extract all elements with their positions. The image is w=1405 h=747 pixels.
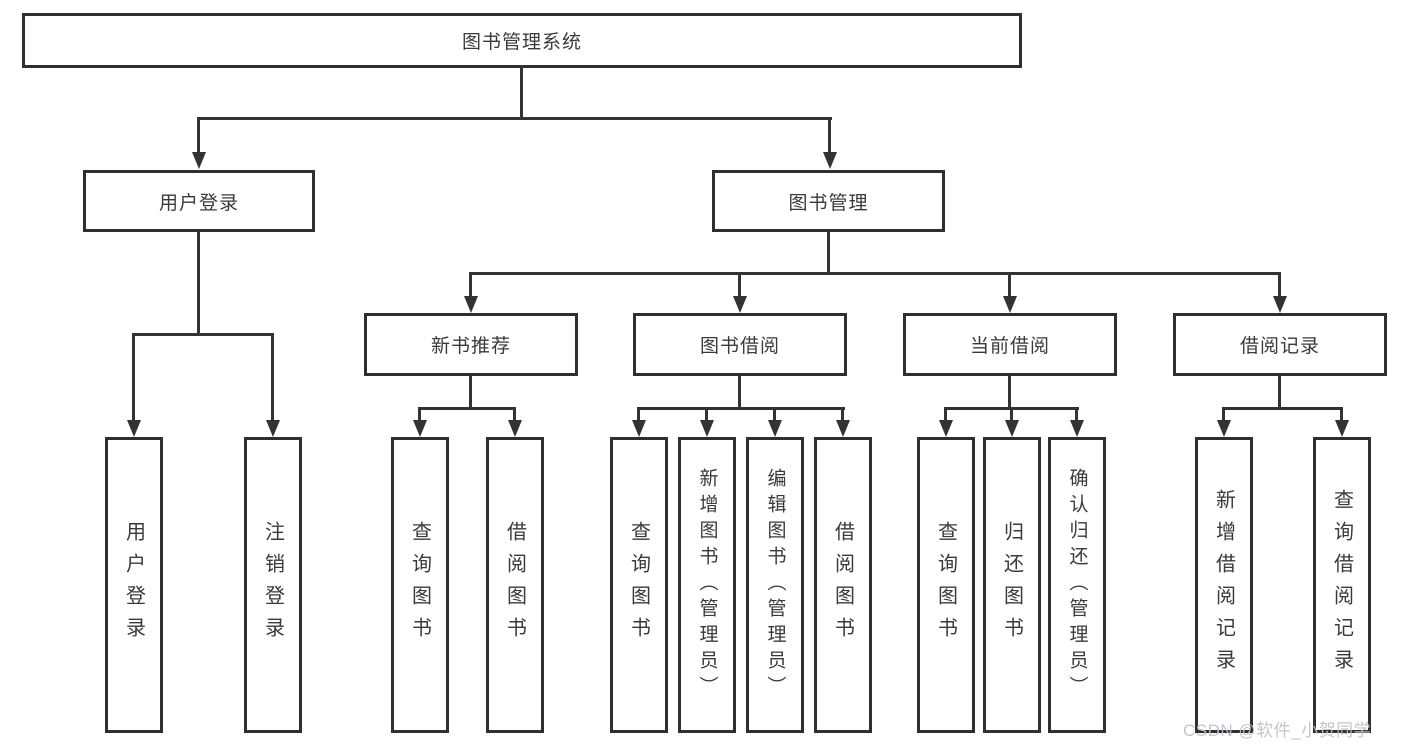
- arrow-down-icon: [939, 420, 953, 437]
- arrow-down-icon: [508, 420, 522, 437]
- connector-root-rail: [197, 117, 832, 120]
- leaf-edit-books-admin: 编辑图书（管理员）: [746, 437, 804, 733]
- leaf-add-borrow-record: 新增借阅记录: [1195, 437, 1253, 733]
- node-label: 查询图书: [408, 521, 431, 649]
- node-label: 借阅图书: [831, 521, 854, 649]
- node-label: 图书管理: [788, 192, 869, 214]
- arrow-down-icon: [836, 420, 850, 437]
- leaf-query-borrow-record: 查询借阅记录: [1313, 437, 1371, 733]
- arrow-down-icon: [768, 420, 782, 437]
- node-label: 注销登录: [261, 521, 284, 649]
- connector-rail: [637, 407, 845, 410]
- node-label: 用户登录: [158, 192, 239, 214]
- connector-stem: [197, 232, 200, 335]
- node-label: 编辑图书（管理员）: [764, 468, 786, 702]
- connector-drop: [828, 117, 831, 154]
- connector-drop: [1222, 407, 1225, 422]
- connector-rail: [1222, 407, 1343, 410]
- connector-drop: [841, 407, 844, 422]
- connector-drop: [469, 272, 472, 298]
- connector-drop: [132, 333, 135, 421]
- arrow-down-icon: [1005, 420, 1019, 437]
- connector-stem: [827, 232, 830, 274]
- connector-rail: [418, 407, 516, 410]
- arrow-down-icon: [823, 152, 837, 169]
- node-borrowing-records: 借阅记录: [1173, 313, 1387, 376]
- arrow-down-icon: [632, 420, 646, 437]
- node-label: 新书推荐: [430, 336, 511, 357]
- arrow-down-icon: [1070, 420, 1084, 437]
- arrow-down-icon: [700, 420, 714, 437]
- connector-drop: [773, 407, 776, 422]
- arrow-down-icon: [1217, 420, 1231, 437]
- leaf-borrow-books-recommend: 借阅图书: [486, 437, 544, 733]
- connector-drop: [738, 272, 741, 298]
- node-label: 用户登录: [122, 521, 145, 649]
- leaf-add-books-admin: 新增图书（管理员）: [678, 437, 736, 733]
- node-book-management: 图书管理: [712, 170, 945, 232]
- node-label: 确认归还（管理员）: [1066, 468, 1088, 702]
- connector-drop: [1075, 407, 1078, 422]
- node-label: 借阅记录: [1239, 336, 1320, 357]
- connector-drop: [944, 407, 947, 422]
- node-label: 图书管理系统: [461, 32, 582, 53]
- node-label: 当前借阅: [969, 336, 1050, 357]
- leaf-user-login: 用户登录: [105, 437, 163, 733]
- arrow-down-icon: [464, 296, 478, 313]
- node-label: 查询图书: [627, 521, 650, 649]
- connector-drop: [1008, 272, 1011, 298]
- arrow-down-icon: [1335, 420, 1349, 437]
- arrow-down-icon: [1003, 296, 1017, 313]
- node-label: 归还图书: [1000, 521, 1023, 649]
- leaf-return-books: 归还图书: [983, 437, 1041, 733]
- arrow-down-icon: [127, 420, 141, 437]
- arrow-down-icon: [192, 152, 206, 169]
- connector-drop: [1340, 407, 1343, 422]
- connector-rail: [132, 333, 274, 336]
- node-new-book-recommendation: 新书推荐: [364, 313, 578, 376]
- leaf-query-books-borrowing: 查询图书: [610, 437, 668, 733]
- connector-stem: [1008, 376, 1011, 409]
- leaf-confirm-return-admin: 确认归还（管理员）: [1048, 437, 1106, 733]
- node-user-login: 用户登录: [83, 170, 315, 232]
- node-label: 借阅图书: [503, 521, 526, 649]
- arrow-down-icon: [266, 420, 280, 437]
- leaf-query-books-recommend: 查询图书: [391, 437, 449, 733]
- connector-drop: [197, 117, 200, 154]
- connector-drop: [705, 407, 708, 422]
- leaf-logout: 注销登录: [244, 437, 302, 733]
- connector-root-stem: [520, 66, 523, 119]
- connector-stem: [1278, 376, 1281, 409]
- connector-stem: [469, 376, 472, 409]
- node-current-borrowing: 当前借阅: [903, 313, 1117, 376]
- arrow-down-icon: [1273, 296, 1287, 313]
- node-label: 新增图书（管理员）: [696, 468, 718, 702]
- connector-drop: [513, 407, 516, 422]
- leaf-borrow-books: 借阅图书: [814, 437, 872, 733]
- connector-stem: [738, 376, 741, 409]
- arrow-down-icon: [413, 420, 427, 437]
- node-label: 查询借阅记录: [1330, 489, 1353, 681]
- node-book-borrowing: 图书借阅: [633, 313, 847, 376]
- node-library-management-system: 图书管理系统: [22, 13, 1022, 68]
- node-label: 新增借阅记录: [1212, 489, 1235, 681]
- arrow-down-icon: [733, 296, 747, 313]
- node-label: 查询图书: [934, 521, 957, 649]
- connector-drop: [1010, 407, 1013, 422]
- connector-rail: [469, 272, 1281, 275]
- connector-drop: [1278, 272, 1281, 298]
- connector-drop: [271, 333, 274, 421]
- leaf-query-books-current: 查询图书: [917, 437, 975, 733]
- csdn-watermark: CSDN @软件_小贺同学: [1183, 721, 1372, 740]
- node-label: 图书借阅: [699, 336, 780, 357]
- connector-drop: [637, 407, 640, 422]
- connector-drop: [418, 407, 421, 422]
